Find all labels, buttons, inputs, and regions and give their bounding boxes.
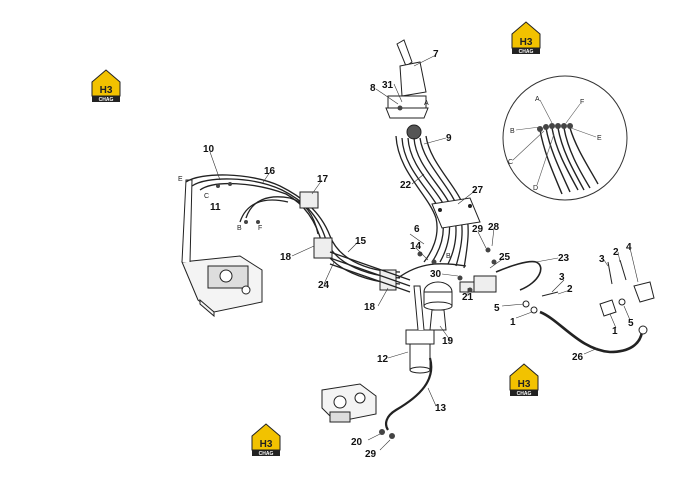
callout-14: 14 [410,241,422,252]
callout-9: 9 [446,133,452,144]
port-letter: B [446,253,451,260]
brand-logo-top-left: H3 CHAG [91,69,121,103]
callout-5: 5 [494,303,500,314]
accumulator [423,281,453,331]
callout-6: 6 [414,224,420,235]
callout-26: 26 [572,352,584,363]
fitting [389,433,395,439]
callout-11: 11 [210,202,221,213]
logo-sub: CHAG [519,49,534,55]
solenoid-valve-block [459,275,497,293]
callout-18: 18 [280,252,292,263]
logo-sub: CHAG [99,97,114,103]
hose-13 [385,357,433,431]
callout-28: 28 [488,222,500,233]
callout-10: 10 [203,144,215,155]
hose-26 [539,310,644,354]
pump-assembly [321,383,377,423]
callout-12: 12 [377,354,389,365]
logo-main: H3 [518,379,531,390]
logo-main: H3 [520,37,533,48]
callout-16: 16 [264,166,276,177]
hose-clamp [313,237,333,259]
callout-29: 29 [472,224,484,235]
leader-lines [209,54,639,451]
logo-main: H3 [100,85,113,96]
callout-8: 8 [370,83,376,94]
joystick-assembly [385,39,429,140]
brand-logo-bottom-right: H3 CHAG [509,363,539,397]
callout-21: 21 [462,292,474,303]
callouts: 7 8 31 9 22 27 10 16 11 17 18 15 24 18 6… [203,49,634,460]
small-fittings [216,105,497,293]
callout-3b: 3 [599,254,605,265]
callout-22: 22 [400,180,412,191]
control-valve-left [181,179,263,318]
hoses-lower [329,251,467,293]
logo-sub: CHAG [259,451,274,457]
logo-main: H3 [260,439,273,450]
brand-logo-bottom-left: H3 CHAG [251,423,281,457]
port-letter: A [535,96,540,103]
detail-view-circle [502,75,628,201]
callout-7: 7 [433,49,439,60]
callout-3: 3 [559,272,565,283]
callout-25: 25 [499,252,511,263]
callout-29b: 29 [365,449,377,460]
callout-13: 13 [435,403,447,414]
callout-15: 15 [355,236,367,247]
callout-5b: 5 [628,318,634,329]
hose-clamp [299,191,319,209]
callout-27: 27 [472,185,484,196]
callout-2b: 2 [613,247,619,258]
callout-1: 1 [510,317,516,328]
port-letter: A [424,100,429,107]
callout-1b: 1 [612,326,618,337]
port-letter: E [597,135,602,142]
callout-20: 20 [351,437,363,448]
right-fittings [522,259,655,335]
callout-17: 17 [317,174,329,185]
port-letter: C [204,193,209,200]
port-letter: F [580,99,584,106]
callout-31: 31 [382,80,394,91]
callout-4: 4 [626,242,632,253]
port-letter: B [237,225,242,232]
callout-18b: 18 [364,302,376,313]
callout-24: 24 [318,280,330,291]
port-letter: E [178,176,183,183]
brand-logo-top-right: H3 CHAG [511,21,541,55]
port-letter: F [258,225,262,232]
port-letter: D [533,185,538,192]
logo-sub: CHAG [517,391,532,397]
pressure-filter [405,285,435,374]
mounting-plate [431,197,481,229]
callout-23: 23 [558,253,570,264]
hose-23 [495,260,542,291]
hose-clamp [379,269,397,291]
callout-2: 2 [567,284,573,295]
port-letter: B [510,128,515,135]
fitting [379,429,385,435]
callout-30: 30 [430,269,442,280]
port-letter: C [508,159,513,166]
callout-19: 19 [442,336,454,347]
